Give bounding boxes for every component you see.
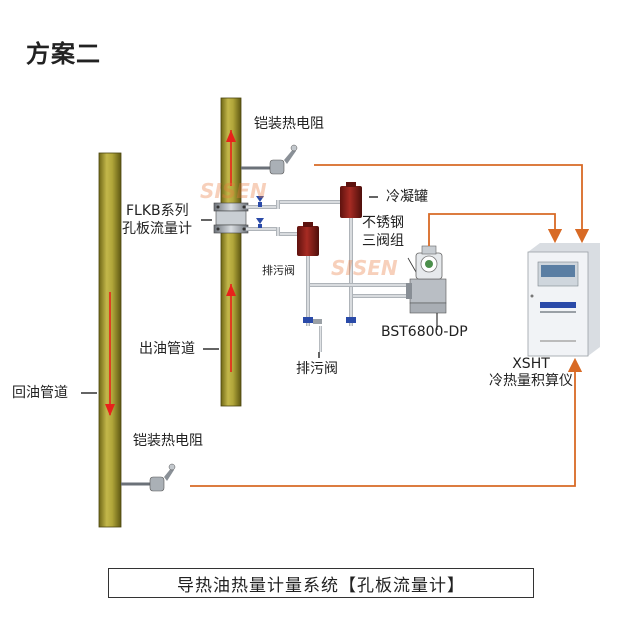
dp-transmitter [409,245,447,330]
impulse-line-high [246,196,340,209]
rtd-sensor-bottom-icon [121,463,176,492]
drain-valve-left-icon [303,317,322,324]
watermark-logo-1: SISEN [200,179,267,203]
valve-manifold [406,257,447,304]
label-orifice-1: FLKB系列 [126,203,189,219]
heat-calculator-cabinet [527,243,600,357]
orifice-flowmeter [213,202,249,234]
drain-valve-right-icon [346,317,356,323]
watermark-logo-2: SISEN [331,256,398,280]
label-calculator-2: 冷热量积算仪 [489,373,573,389]
diagram-caption: 导热油热量计量系统【孔板流量计】 [108,568,534,598]
page-title: 方案二 [26,40,101,68]
needle-valve-high-icon [256,196,264,202]
condenser-high [340,182,362,218]
label-drain-small: 排污阀 [262,264,295,277]
label-orifice-2: 孔板流量计 [122,221,192,237]
label-drain-main: 排污阀 [296,361,338,377]
label-condenser: 冷凝罐 [386,189,428,205]
return-flow-arrow [105,404,115,416]
impulse-tubes [306,218,412,352]
label-valve-group-2: 三阀组 [362,233,404,249]
label-calculator-1: XSHT [512,356,550,372]
label-return-pipe: 回油管道 [12,385,68,401]
label-rtd-bottom: 铠装热电阻 [133,433,203,449]
condenser-low [297,222,319,256]
return-pipe [98,152,122,528]
needle-valve-low-icon [256,218,264,224]
signal-lines [190,164,590,487]
leader-lines [81,196,378,394]
label-rtd-top: 铠装热电阻 [254,116,324,132]
outlet-pipe [220,97,242,407]
outlet-flow-arrow-top [226,130,236,142]
label-outlet-pipe: 出油管道 [139,341,195,357]
rtd-sensor-top-icon [241,144,298,175]
label-valve-group-1: 不锈钢 [362,215,404,231]
label-transmitter: BST6800-DP [381,324,468,340]
impulse-line-low [246,218,300,236]
outlet-flow-arrow-bottom [226,284,236,296]
